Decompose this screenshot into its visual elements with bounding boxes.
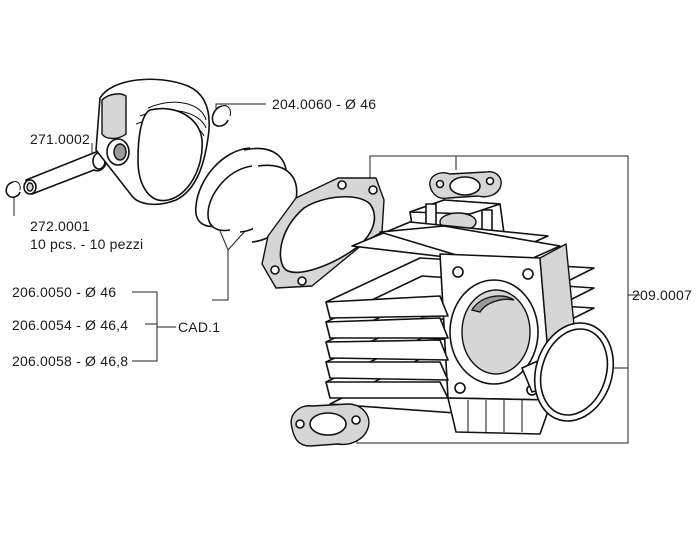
label-piston: 204.0060 - Ø 46 — [272, 96, 376, 112]
label-ring-1: 206.0050 - Ø 46 — [12, 284, 116, 300]
label-ring-3: 206.0058 - Ø 46,8 — [12, 353, 128, 369]
label-ring-2: 206.0054 - Ø 46,4 — [12, 317, 128, 333]
circlip-right — [211, 105, 231, 127]
head-ring-gasket — [533, 322, 615, 422]
circlip-left — [5, 181, 21, 199]
label-ring-qty: CAD.1 — [178, 319, 220, 335]
label-clip-code: 272.0001 — [30, 218, 90, 234]
piston — [95, 78, 210, 206]
manifold-gasket — [429, 171, 502, 200]
label-clip-qty: 10 pcs. - 10 pezzi — [30, 236, 143, 252]
exhaust-gasket — [290, 403, 370, 447]
ring-bracket — [132, 291, 158, 362]
labels: 204.0060 - Ø 46 271.0002 272.0001 10 pcs… — [12, 96, 692, 369]
label-cylinder: 209.0007 — [632, 287, 692, 303]
leader-ring-b — [227, 229, 247, 251]
piston-pin — [23, 150, 108, 195]
head-gasket — [261, 177, 385, 289]
piston-rings — [194, 147, 298, 243]
leader-ring-a — [212, 225, 229, 301]
label-pin: 271.0002 — [30, 131, 90, 147]
cylinder — [325, 199, 595, 435]
